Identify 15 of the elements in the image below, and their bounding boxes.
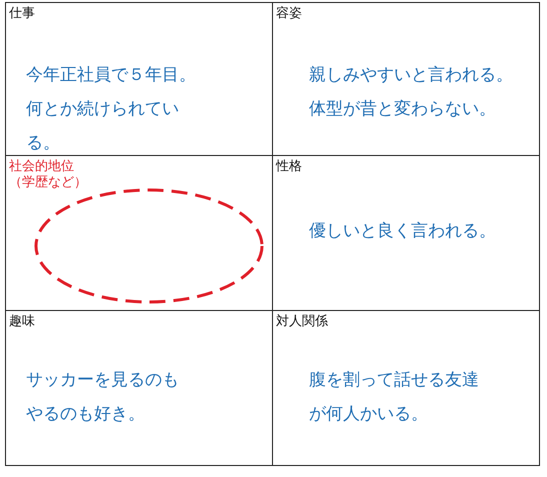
cell-heading: 社会的地位（学歴など） [9, 159, 88, 191]
cell-heading: 趣味 [9, 314, 35, 330]
cell-heading: 対人関係 [276, 314, 328, 330]
cell-text: サッカーを見るのもやるのも好き。 [26, 369, 180, 426]
table-cell [5, 310, 273, 466]
cell-text: 今年正社員で５年目。何とか続けられている。 [26, 64, 197, 155]
table-cell [272, 310, 540, 466]
cell-text: 優しいと良く言われる。 [309, 220, 497, 243]
cell-heading: 仕事 [9, 6, 35, 22]
cell-heading: 容姿 [276, 6, 302, 22]
cell-text: 親しみやすいと言われる。体型が昔と変わらない。 [309, 64, 514, 121]
cell-text: 腹を割って話せる友達が何人かいる。 [309, 369, 480, 426]
table-cell [5, 2, 273, 156]
table-cell [272, 2, 540, 156]
cell-heading: 性格 [276, 159, 302, 175]
